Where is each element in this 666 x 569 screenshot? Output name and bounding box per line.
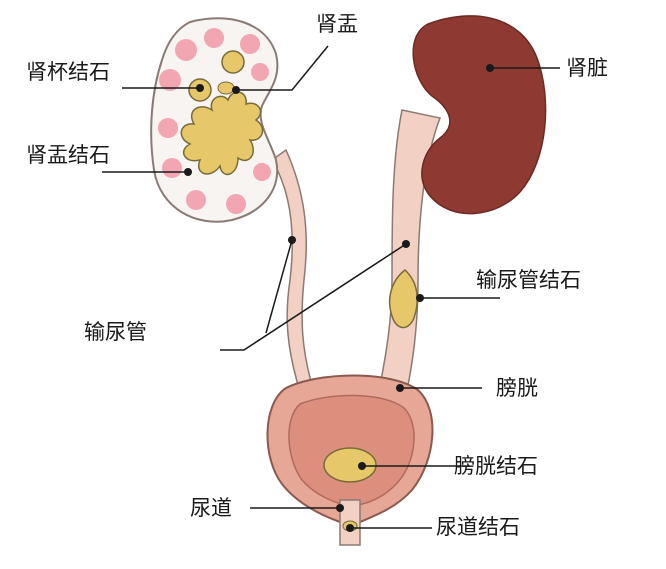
left-ureter <box>271 148 313 386</box>
label-renal-pelvis: 肾盂 <box>316 12 358 36</box>
calyx-stone-2 <box>221 50 245 74</box>
right-kidney <box>412 15 547 215</box>
label-ureter-stone: 输尿管结石 <box>476 268 581 292</box>
label-urethra-stone: 尿道结石 <box>436 515 520 539</box>
label-pelvis-stone: 肾盂结石 <box>26 143 110 167</box>
label-bladder-stone: 膀胱结石 <box>454 454 538 478</box>
leader-dots <box>184 64 494 532</box>
renal-pelvis-stone <box>180 91 264 176</box>
ureter-stone <box>388 269 418 329</box>
label-urethra: 尿道 <box>190 496 232 520</box>
bladder-stone <box>323 447 377 483</box>
leader-lines <box>102 45 560 529</box>
calyx-pink-spots <box>158 28 271 214</box>
label-ureter: 输尿管 <box>84 320 147 344</box>
label-bladder: 膀胱 <box>496 376 538 400</box>
label-kidney: 肾脏 <box>566 56 608 80</box>
label-calyx-stone: 肾杯结石 <box>26 60 110 84</box>
calyx-stone-3 <box>217 81 235 95</box>
